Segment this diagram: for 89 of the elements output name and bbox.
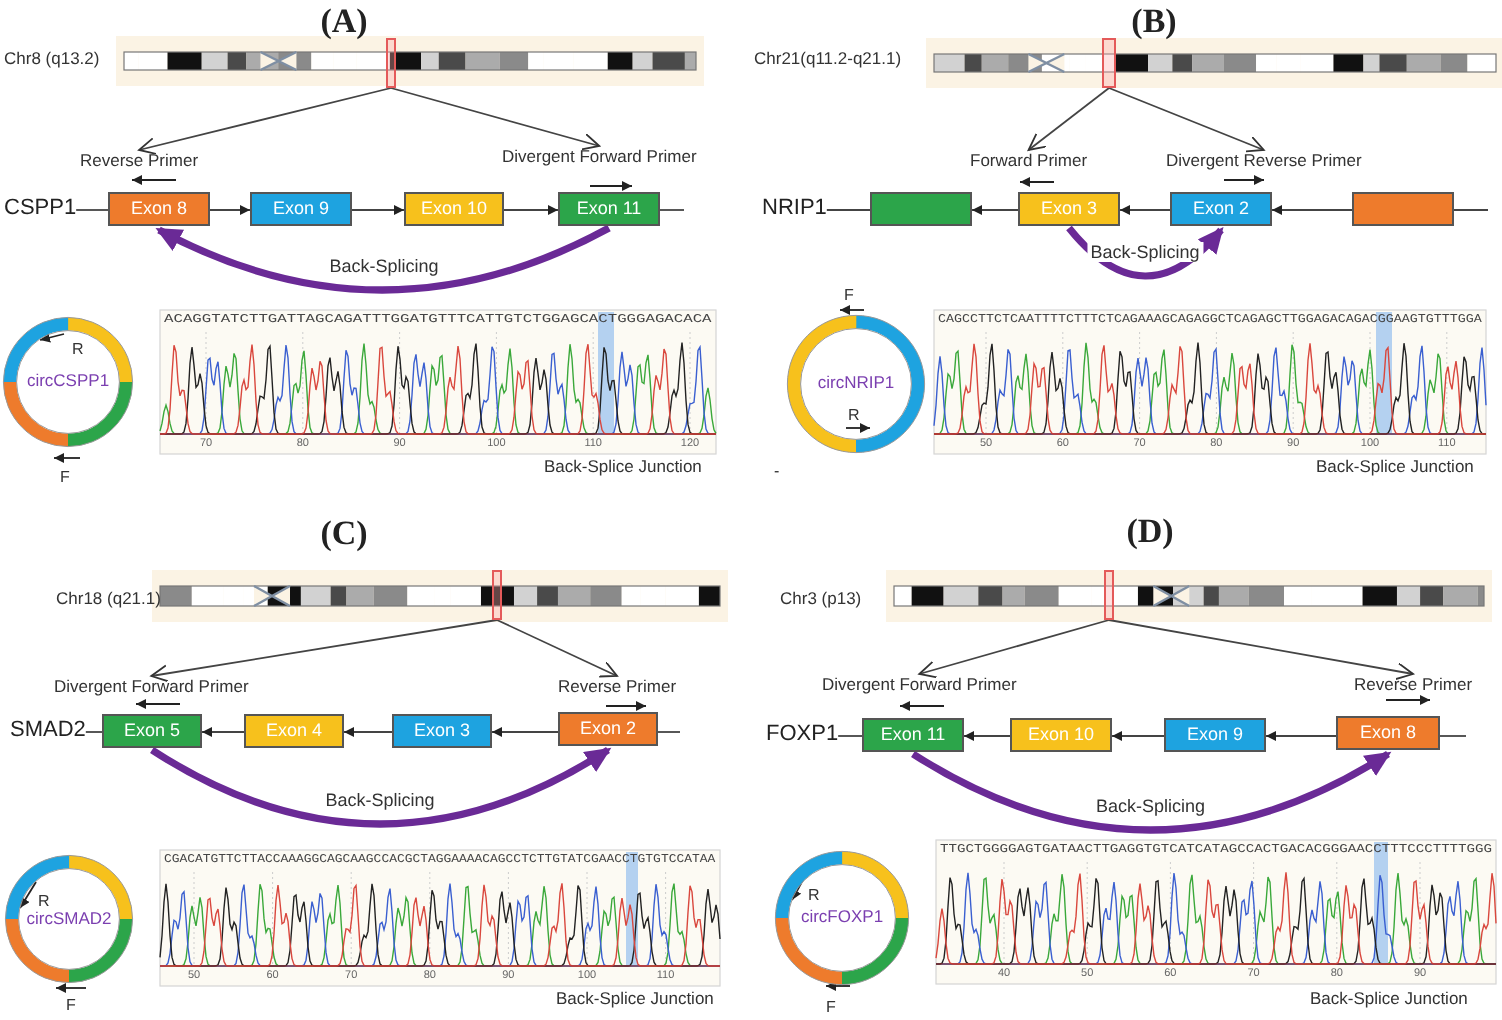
- exon-box: Exon 9: [1164, 718, 1266, 752]
- gene-line: [1271, 205, 1353, 215]
- ring-label: circFOXP1: [800, 908, 884, 928]
- gene-line: [1119, 205, 1171, 215]
- arrow: [150, 619, 498, 683]
- primer-mark: R: [72, 340, 84, 359]
- exon-box: Exon 11: [558, 192, 660, 226]
- arrow: [138, 87, 392, 155]
- primer-label: Reverse Primer: [558, 678, 677, 698]
- exon-box: Exon 9: [250, 192, 352, 226]
- gene-line: [1111, 731, 1165, 741]
- junction-label: Back-Splice Junction: [1310, 990, 1468, 1010]
- primer-mark: F: [826, 998, 836, 1017]
- gene-line: [75, 209, 109, 211]
- exon-box: Exon 4: [244, 714, 344, 748]
- exon-box: [870, 192, 972, 226]
- exon-box: Exon 10: [1010, 718, 1112, 752]
- primer-mark: F: [844, 286, 854, 305]
- ring-label: circCSPP1: [26, 372, 110, 392]
- exon-box: Exon 2: [558, 712, 658, 746]
- gene-label: SMAD2: [10, 718, 86, 744]
- gene-line: [1265, 731, 1337, 741]
- gene-line: [971, 205, 1019, 215]
- chromosome-label: Chr18 (q21.1): [56, 590, 161, 610]
- exon-box: Exon 3: [392, 714, 492, 748]
- primer-mark: R: [848, 406, 860, 425]
- primer-label: Reverse Primer: [80, 152, 199, 172]
- gene-label: FOXP1: [766, 722, 839, 748]
- primer-mark: F: [66, 996, 76, 1015]
- primer-label: Divergent Forward Primer: [822, 676, 1017, 696]
- edge-label: Back-Splicing: [1091, 796, 1210, 817]
- exon-box: Exon 3: [1018, 192, 1120, 226]
- primer-label: Divergent Forward Primer: [54, 678, 249, 698]
- exon-box: Exon 5: [102, 714, 202, 748]
- highlight-box: [1104, 570, 1114, 620]
- gene-line: [503, 205, 559, 215]
- back-splicing-arrow: [155, 224, 611, 294]
- exon-box: Exon 2: [1170, 192, 1272, 226]
- chromosome-label: Chr8 (q13.2): [4, 50, 100, 70]
- panel-label: (B): [1131, 2, 1177, 42]
- arrow: [496, 619, 618, 678]
- junction-label: Back-Splice Junction: [556, 990, 714, 1010]
- gene-line: [825, 209, 871, 211]
- arrow: [1108, 87, 1265, 153]
- edge-label: Back-Splicing: [321, 790, 439, 811]
- gene-line: [84, 731, 103, 733]
- arrow: [390, 87, 601, 151]
- panel-label: (C): [320, 514, 368, 554]
- gene-line: [351, 205, 405, 215]
- arrow: [918, 619, 1110, 679]
- exon-box: Exon 8: [1336, 716, 1440, 750]
- back-splicing-arrow: [911, 750, 1392, 834]
- exon-box: Exon 8: [108, 192, 210, 226]
- gene-label: CSPP1: [4, 196, 77, 222]
- arrow: [1027, 87, 1110, 151]
- gene-line: [343, 727, 393, 737]
- exon-box: Exon 11: [862, 718, 964, 752]
- gene-line: [837, 735, 863, 737]
- exon-box: [1352, 192, 1454, 226]
- gene-line: [963, 731, 1011, 741]
- gene-line: [491, 727, 559, 737]
- highlight-box: [386, 38, 396, 88]
- edge-label: Back-Splicing: [325, 256, 443, 277]
- panel-label: (D): [1126, 512, 1174, 552]
- chromosome-label: Chr21(q11.2-q21.1): [754, 50, 902, 70]
- junction-label: Back-Splice Junction: [1316, 458, 1474, 478]
- junction-label: Back-Splice Junction: [544, 458, 702, 478]
- gene-line: [209, 205, 251, 215]
- panel-label: (A): [320, 2, 368, 42]
- ring-label: circSMAD2: [26, 909, 112, 929]
- primer-mark: F: [60, 468, 70, 487]
- arrow: [1108, 619, 1414, 680]
- highlight-box: [1102, 38, 1116, 88]
- primer-label: Reverse Primer: [1354, 676, 1473, 696]
- dash-mark: -: [774, 462, 780, 481]
- gene-label: NRIP1: [762, 196, 827, 222]
- primer-label: Divergent Reverse Primer: [1166, 152, 1362, 172]
- primer-label: Forward Primer: [970, 152, 1088, 172]
- back-splicing-arrow: [150, 746, 612, 828]
- back-splicing-arrow: [1066, 225, 1224, 280]
- primer-mark: R: [38, 892, 50, 911]
- edge-label: Back-Splicing: [1086, 242, 1204, 263]
- chromosome-label: Chr3 (p13): [780, 590, 862, 610]
- highlight-box: [492, 570, 502, 620]
- primer-mark: R: [808, 886, 820, 905]
- primer-label: Divergent Forward Primer: [502, 148, 697, 168]
- ring-label: circNRIP1: [817, 374, 895, 394]
- exon-box: Exon 10: [404, 192, 504, 226]
- gene-line: [201, 727, 245, 737]
